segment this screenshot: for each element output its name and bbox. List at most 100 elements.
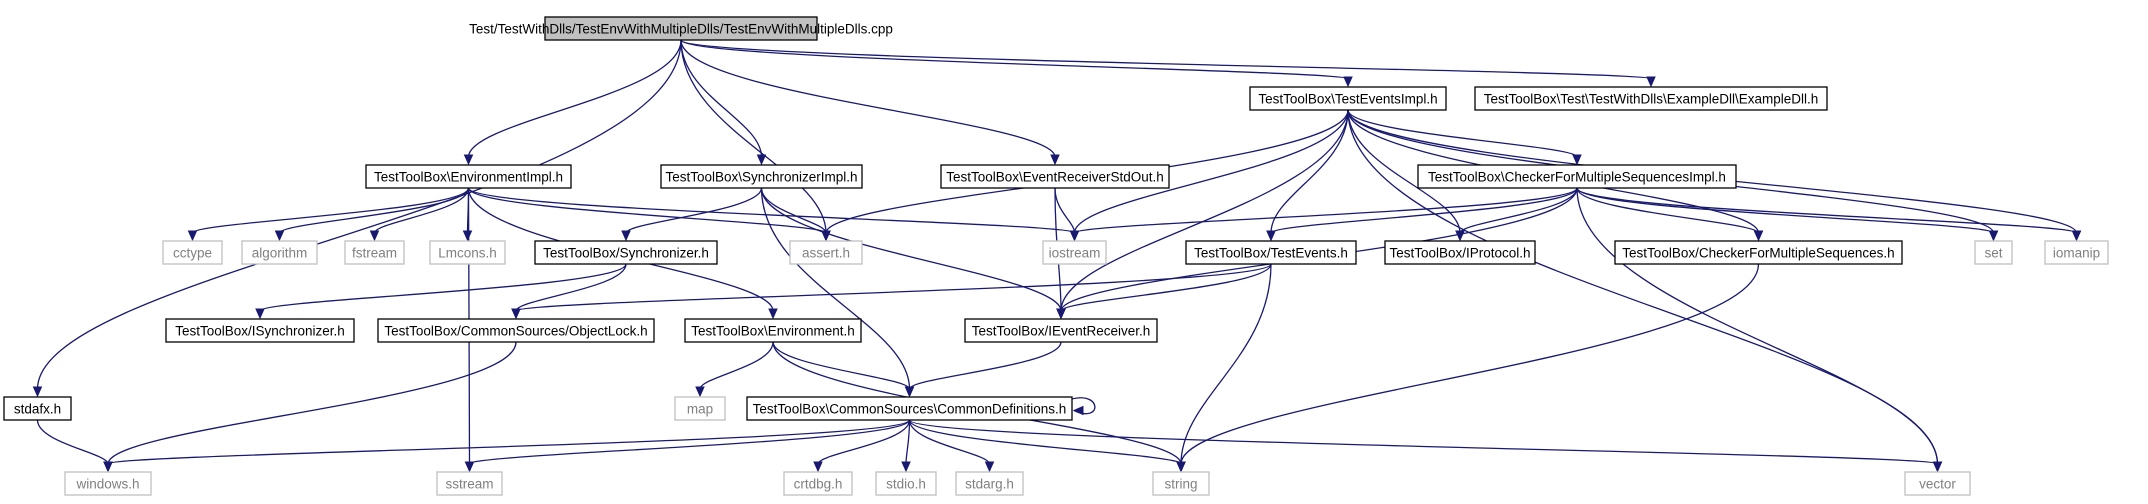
node-stdafx[interactable]: stdafx.h (3, 396, 72, 421)
node-string: string (1152, 471, 1210, 496)
node-label-synchronizerimpl: TestToolBox\SynchronizerImpl.h (665, 170, 857, 185)
node-box-crtdbg (783, 471, 853, 496)
edge-testevents-to-string (1180, 263, 1272, 465)
node-box-synchronizer (534, 240, 718, 265)
node-label-asserth: assert.h (802, 246, 850, 261)
node-label-checker: TestToolBox/CheckerForMultipleSequences.… (1622, 246, 1894, 261)
node-windows: windows.h (64, 471, 152, 496)
node-vector: vector (1904, 471, 1971, 496)
arrowhead-main-to-synchronizerimpl (756, 154, 767, 166)
edge-checkerimpl-to-checker (1576, 187, 1760, 234)
arrowhead-checkerimpl-to-set (1988, 230, 1999, 242)
node-checker[interactable]: TestToolBox/CheckerForMultipleSequences.… (1614, 240, 1903, 265)
node-box-environmentimpl (365, 164, 572, 189)
node-box-windows (64, 471, 152, 496)
edge-commondefs-to-string (908, 419, 1182, 465)
node-box-lmcons (429, 240, 506, 265)
node-box-ieventreceiver (964, 318, 1158, 343)
arrowhead-synchronizer-to-isynchronizer (255, 308, 265, 320)
edge-testeventsimpl-to-ieventreceiver (1060, 109, 1349, 312)
node-box-algorithm (241, 240, 318, 265)
edge-main-to-exampledll (680, 39, 1652, 80)
edge-synchronizer-to-objectlock (515, 263, 627, 312)
node-lmcons: Lmcons.h (429, 240, 506, 265)
edge-testeventsimpl-to-checkerimpl (1347, 109, 1578, 158)
arrowhead-checkerimpl-to-iprotocol (1455, 230, 1465, 242)
node-fstream: fstream (344, 240, 405, 265)
arrowhead-commondefs-to-commondefs (1072, 405, 1084, 416)
edge-checker-to-string (1180, 263, 1760, 465)
node-label-vector: vector (1919, 477, 1956, 492)
edge-main-to-testeventsimpl (680, 39, 1349, 80)
edge-ieventreceiver-to-commondefs (908, 341, 1062, 390)
arrowhead-commondefs-to-sstream (464, 461, 475, 473)
edge-testeventsimpl-to-testevents (1270, 109, 1349, 234)
edge-stdafx-to-windows (36, 419, 109, 465)
arrowhead-checkerimpl-to-iostream (1069, 230, 1080, 242)
node-environment[interactable]: TestToolBox\Environment.h (684, 318, 862, 343)
node-label-algorithm: algorithm (252, 246, 308, 261)
node-label-commondefs: TestToolBox\CommonSources\CommonDefiniti… (753, 402, 1067, 417)
edge-checkerimpl-to-testevents (1270, 187, 1578, 234)
node-eventreceiverstdout[interactable]: TestToolBox\EventReceiverStdOut.h (940, 164, 1170, 189)
node-label-iprotocol: TestToolBox/IProtocol.h (1389, 246, 1530, 261)
edge-synchronizerimpl-to-ieventreceiver (760, 187, 1062, 312)
edge-checkerimpl-to-iprotocol (1459, 187, 1578, 234)
node-box-eventreceiverstdout (940, 164, 1170, 189)
node-isynchronizer[interactable]: TestToolBox/ISynchronizer.h (165, 318, 355, 343)
node-synchronizer[interactable]: TestToolBox/Synchronizer.h (534, 240, 718, 265)
arrowhead-main-to-exampledll (1646, 76, 1656, 88)
node-cctype: cctype (162, 240, 223, 265)
nodes-layer: Test/TestWithDlls/TestEnvWithMultipleDll… (3, 16, 2109, 496)
edge-environmentimpl-to-iostream (467, 187, 1076, 234)
edge-testeventsimpl-to-iprotocol (1347, 109, 1461, 234)
node-box-iprotocol (1384, 240, 1536, 265)
node-label-windows: windows.h (75, 477, 139, 492)
arrowhead-environmentimpl-to-cctype (187, 230, 198, 242)
node-asserth: assert.h (789, 240, 863, 265)
node-box-checker (1614, 240, 1903, 265)
node-testeventsimpl[interactable]: TestToolBox\TestEventsImpl.h (1249, 86, 1447, 111)
node-ieventreceiver[interactable]: TestToolBox/IEventReceiver.h (964, 318, 1158, 343)
edge-commondefs-to-stdio (905, 419, 911, 465)
node-label-iomanip: iomanip (2053, 246, 2100, 261)
edge-commondefs-to-stdarg (908, 419, 991, 465)
node-box-set (1974, 240, 2013, 265)
arrowhead-commondefs-to-crtdbg (813, 461, 823, 473)
node-label-set: set (1984, 246, 2002, 261)
arrowhead-environmentimpl-to-fstream (369, 230, 380, 242)
node-label-exampledll: TestToolBox\Test\TestWithDlls\ExampleDll… (1484, 92, 1819, 107)
edge-environmentimpl-to-fstream (373, 187, 470, 234)
node-label-ieventreceiver: TestToolBox/IEventReceiver.h (972, 324, 1151, 339)
node-environmentimpl[interactable]: TestToolBox\EnvironmentImpl.h (365, 164, 572, 189)
node-label-stdafx: stdafx.h (14, 402, 61, 417)
arrowhead-testeventsimpl-to-checkerimpl (1572, 154, 1582, 166)
edge-testevents-to-objectlock (515, 263, 1272, 312)
arrowhead-testevents-to-ieventreceiver (1056, 308, 1066, 320)
node-label-sstream: sstream (445, 477, 493, 492)
node-box-iostream (1042, 240, 1107, 265)
node-box-testevents (1185, 240, 1357, 265)
node-commondefs[interactable]: TestToolBox\CommonSources\CommonDefiniti… (746, 396, 1073, 421)
edge-main-to-stdafx (36, 39, 682, 390)
node-box-stdarg (955, 471, 1024, 496)
node-checkerimpl[interactable]: TestToolBox\CheckerForMultipleSequencesI… (1417, 164, 1737, 189)
node-testevents[interactable]: TestToolBox/TestEvents.h (1185, 240, 1357, 265)
edge-commondefs-to-windows (107, 419, 911, 465)
node-sstream: sstream (436, 471, 503, 496)
arrowhead-main-to-stdafx (32, 386, 43, 398)
node-crtdbg: crtdbg.h (783, 471, 853, 496)
edge-main-to-eventreceiverstdout (680, 39, 1056, 158)
node-iprotocol[interactable]: TestToolBox/IProtocol.h (1384, 240, 1536, 265)
arrowhead-main-to-testeventsimpl (1343, 76, 1353, 88)
node-exampledll[interactable]: TestToolBox\Test\TestWithDlls\ExampleDll… (1474, 86, 1828, 111)
node-box-checkerimpl (1417, 164, 1737, 189)
node-label-map: map (687, 402, 713, 417)
node-label-isynchronizer: TestToolBox/ISynchronizer.h (175, 324, 345, 339)
node-main[interactable]: Test/TestWithDlls/TestEnvWithMultipleDll… (469, 16, 893, 41)
edge-environment-to-map (699, 341, 774, 390)
node-label-lmcons: Lmcons.h (438, 246, 497, 261)
node-objectlock[interactable]: TestToolBox/CommonSources/ObjectLock.h (377, 318, 655, 343)
node-synchronizerimpl[interactable]: TestToolBox\SynchronizerImpl.h (660, 164, 863, 189)
